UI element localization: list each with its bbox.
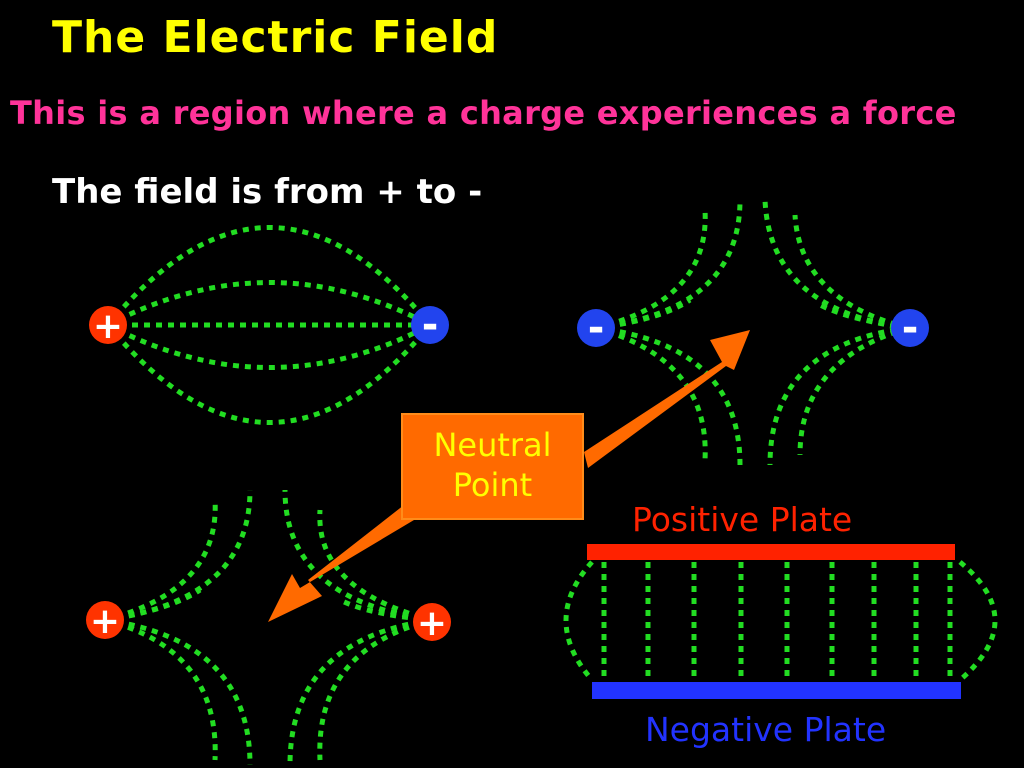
- field-line: [317, 509, 433, 623]
- field-line: [818, 302, 909, 331]
- positive-charge: +: [413, 603, 451, 644]
- field-line: [563, 560, 594, 682]
- neutral-point-line2: Point: [452, 466, 533, 504]
- negative-charge: -: [577, 305, 615, 351]
- field-line: [287, 617, 433, 766]
- parallel-plate-field-lines: [563, 560, 998, 682]
- charge-symbol: +: [417, 603, 447, 644]
- field-line: [104, 617, 218, 761]
- field-line: [792, 214, 909, 331]
- slide-title: The Electric Field: [52, 12, 499, 63]
- negative-plate: [592, 682, 961, 699]
- negative-charge: -: [411, 302, 449, 348]
- field-line: [106, 322, 432, 370]
- field-line: [595, 325, 708, 461]
- charge-symbol: -: [422, 302, 439, 348]
- field-line: [958, 560, 998, 682]
- field-line: [106, 225, 432, 327]
- field-line: [104, 617, 253, 766]
- field-line: [767, 325, 909, 466]
- neutral-point-box: Neutral Point: [401, 413, 584, 520]
- field-line: [797, 325, 909, 456]
- slide-subtitle: This is a region where a charge experien…: [10, 94, 957, 132]
- positive-charge: +: [86, 601, 124, 642]
- negative-plate-label: Negative Plate: [645, 710, 887, 749]
- dipole-field-lines: [106, 225, 432, 425]
- field-line: [106, 323, 432, 425]
- field-line: [317, 617, 433, 761]
- arrow-to-neutral-point-positive: [268, 505, 414, 622]
- positive-charge: +: [89, 306, 127, 347]
- field-line: [106, 280, 432, 328]
- charge-symbol: +: [93, 306, 123, 347]
- positive-plate-label: Positive Plate: [632, 500, 853, 539]
- charge-symbol: -: [902, 305, 919, 351]
- positive-plate: [587, 544, 955, 560]
- field-line: [104, 499, 218, 623]
- field-line: [595, 209, 708, 331]
- field-line: [595, 325, 743, 466]
- neutral-point-line1: Neutral: [433, 426, 552, 464]
- like-positive-field-lines: [104, 489, 433, 766]
- field-line: [338, 597, 433, 623]
- field-line: [762, 199, 909, 331]
- charge-symbol: -: [588, 305, 605, 351]
- charge-symbol: +: [90, 601, 120, 642]
- field-direction-text: The field is from + to -: [52, 172, 483, 212]
- arrow-to-neutral-point-negative: [584, 330, 750, 468]
- negative-charge: -: [891, 305, 929, 351]
